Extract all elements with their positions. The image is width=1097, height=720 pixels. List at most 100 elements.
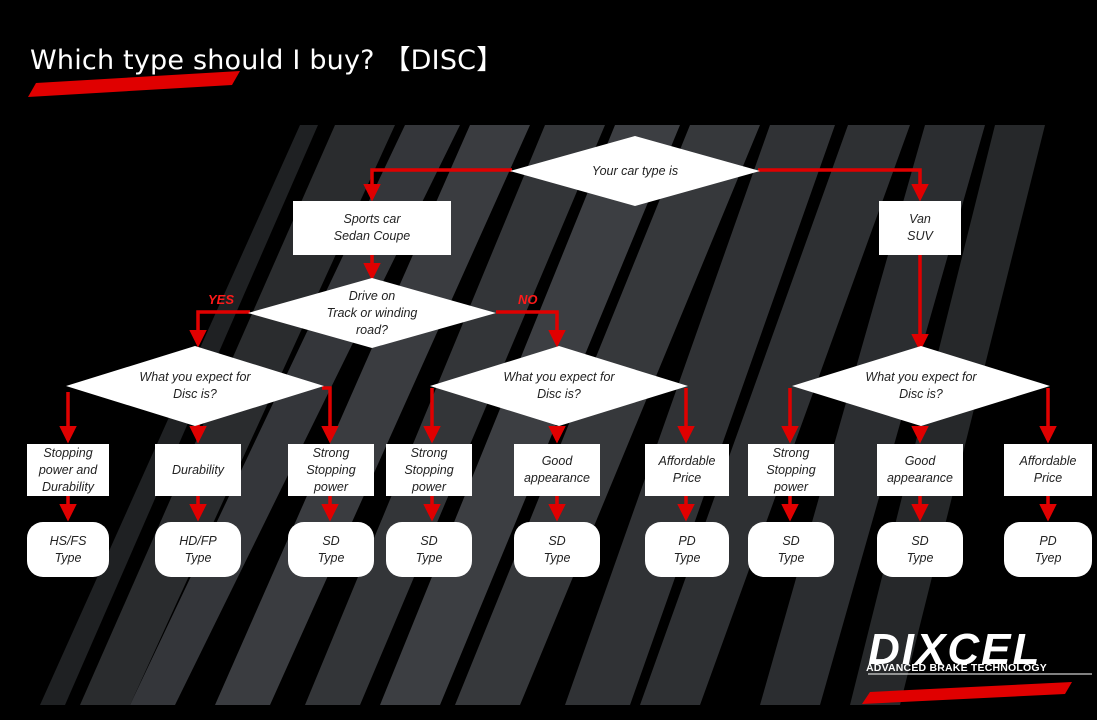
dixcel-logo: DIXCEL [868, 625, 1042, 674]
label-line: Disc is? [537, 387, 581, 401]
car-type-label: Your car type is [510, 136, 760, 206]
label-line: Sedan Coupe [333, 229, 411, 243]
label-line: Type [317, 550, 345, 565]
opt-9-rect [1004, 444, 1092, 496]
label-line: Type [415, 550, 443, 565]
res-6-pill [645, 522, 729, 577]
label-line: What you expect for [503, 370, 615, 384]
label-line: SUV [907, 229, 933, 243]
label-line: Strong [410, 445, 448, 460]
logo-tagline: ADVANCED BRAKE TECHNOLOGY [866, 662, 1047, 674]
label-line: Good [904, 454, 936, 468]
label-line: Track or winding [326, 305, 418, 320]
res-7-pill [748, 522, 834, 577]
connector-arrow [496, 310, 566, 348]
label-line: Type [673, 550, 701, 565]
label-line: Stopping [404, 462, 454, 477]
res-4-pill [386, 522, 472, 577]
label-line: power and [38, 462, 98, 477]
label-line: HS/FS [49, 533, 87, 548]
label-line: Type [777, 550, 805, 565]
label-line: Van [909, 212, 931, 226]
label-line: Strong [312, 445, 350, 460]
res-3-pill [288, 522, 374, 577]
label-line: HD/FP [179, 533, 217, 548]
connector-arrow [321, 386, 339, 444]
label-line: power [313, 479, 349, 494]
label-line: road? [356, 322, 388, 337]
opt-7-rect [748, 444, 834, 496]
opt-3-rect [288, 444, 374, 496]
label-line: Stopping [43, 445, 93, 460]
label-line: Type [543, 550, 571, 565]
label-line: Tyep [1034, 550, 1062, 565]
label-line: Affordable [658, 454, 716, 468]
opt-1-rect [27, 444, 109, 496]
track-diamond [248, 278, 496, 348]
label-line: Durability [41, 479, 95, 494]
opt-2-rect [155, 444, 241, 496]
label-line: Your car type is [591, 163, 679, 178]
label-line: SD [782, 533, 800, 548]
label-line: power [773, 479, 809, 494]
res-3-label: SD Type [288, 522, 374, 577]
flow-shapes [27, 136, 1092, 577]
label-line: Stopping [766, 462, 816, 477]
opt-4-rect [386, 444, 472, 496]
res-2-label: HD/FP Type [155, 522, 241, 577]
photo-stripe [565, 125, 835, 705]
car-type-diamond [510, 136, 760, 206]
res-7-label: SD Type [748, 522, 834, 577]
label-line: SD [911, 533, 929, 548]
label-line: PD [678, 533, 696, 548]
label-line: Good [541, 454, 573, 468]
label-line: Disc is? [173, 387, 217, 401]
label-line: SD [322, 533, 340, 548]
label-line: Disc is? [899, 387, 943, 401]
res-1-label: HS/FS Type [27, 522, 109, 577]
page-title: Which type should I buy? 【DISC】 [30, 45, 504, 76]
label-line: appearance [886, 471, 954, 485]
van-rect [879, 201, 961, 255]
label-line: Sports car [343, 212, 401, 226]
label-line: What you expect for [139, 370, 251, 384]
opt-2-label: Durability [155, 444, 241, 496]
res-2-pill [155, 522, 241, 577]
expect-mid-diamond [430, 346, 688, 426]
expect-right-diamond [792, 346, 1050, 426]
opt-6-rect [645, 444, 729, 496]
label-line: Type [184, 550, 212, 565]
label-line: Stopping [306, 462, 356, 477]
opt-8-rect [877, 444, 963, 496]
opt-5-rect [514, 444, 600, 496]
label-line: Price [1033, 471, 1063, 485]
connector-arrow [758, 168, 929, 202]
label-line: Affordable [1019, 454, 1077, 468]
label-line: What you expect for [865, 370, 977, 384]
res-5-pill [514, 522, 600, 577]
expect-left-diamond [66, 346, 324, 426]
photo-stripe [305, 125, 605, 705]
connector-arrow [189, 310, 250, 348]
label-line: Durability [171, 462, 225, 477]
label-line: Type [54, 550, 82, 565]
yes-label: YES [208, 292, 235, 307]
